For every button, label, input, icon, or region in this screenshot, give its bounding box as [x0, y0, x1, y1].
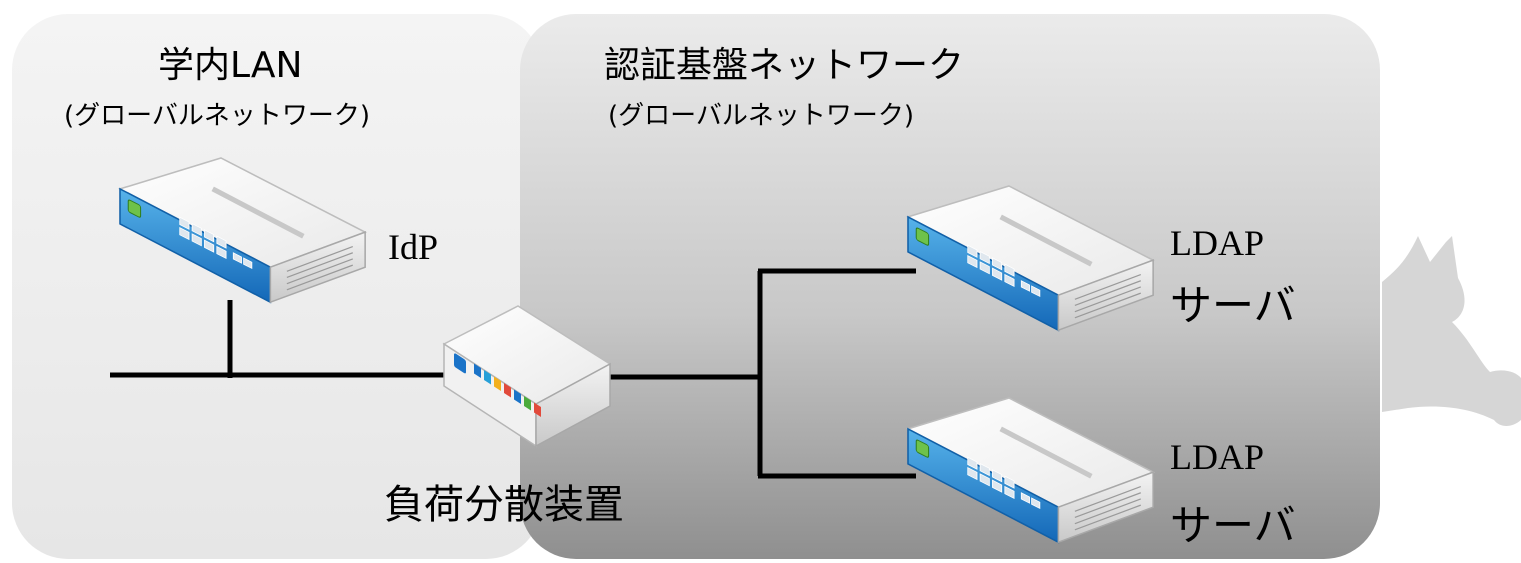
- connection-lines: [110, 268, 916, 479]
- idp-server-icon: [120, 158, 365, 302]
- auth-zone-subtitle: (グローバルネットワーク): [608, 101, 915, 131]
- campus-zone-subtitle: (グローバルネットワーク): [64, 101, 371, 131]
- ldap1-label-top: LDAP: [1170, 223, 1265, 263]
- idp-label: IdP: [388, 227, 439, 267]
- load-balancer-icon: [442, 305, 612, 448]
- load-balancer-label: 負荷分散装置: [384, 482, 624, 528]
- campus-zone-title-text: 学内LAN: [158, 45, 303, 86]
- ldap-server-2-icon: [908, 398, 1153, 542]
- ldap2-label-top: LDAP: [1170, 437, 1265, 477]
- ldap-server-1-icon: [908, 186, 1153, 330]
- auth-zone-title: 認証基盤ネットワーク: [604, 45, 965, 86]
- ldap2-label-bottom: サーバ: [1170, 501, 1296, 550]
- campus-zone-title: 学内LAN: [158, 36, 302, 88]
- cat-silhouette-icon: [1382, 236, 1521, 426]
- ldap1-label-bottom: サーバ: [1170, 281, 1296, 330]
